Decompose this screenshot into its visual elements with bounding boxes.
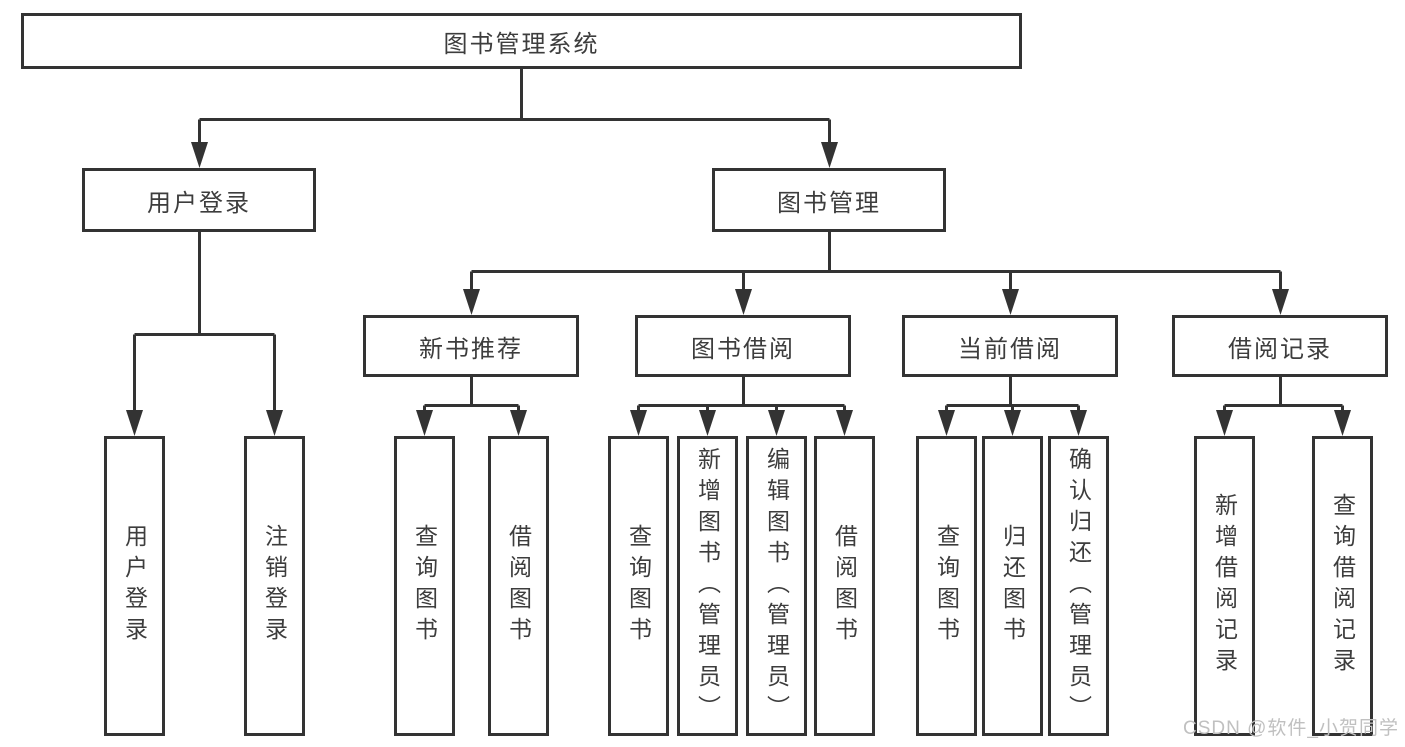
csdn-watermark: CSDN @软件_小贺同学 xyxy=(1183,718,1399,739)
arrowhead-icon xyxy=(1004,410,1021,436)
leaf-borrow-books-borrow: 借阅图书 xyxy=(814,436,875,736)
leaf-user-login: 用户登录 xyxy=(104,436,165,736)
arrowhead-icon xyxy=(735,289,752,315)
arrowhead-icon xyxy=(1002,289,1019,315)
arrowhead-icon xyxy=(821,142,838,168)
leaf-add-borrow-record: 新增借阅记录 xyxy=(1194,436,1255,736)
node-borrowing-records: 借阅记录 xyxy=(1172,315,1388,377)
leaf-borrow-books-recommend: 借阅图书 xyxy=(488,436,549,736)
arrowhead-icon xyxy=(266,410,283,436)
leaf-query-books-borrow: 查询图书 xyxy=(608,436,669,736)
arrowhead-icon xyxy=(836,410,853,436)
leaf-add-book-admin: 新增图书（管理员） xyxy=(677,436,738,736)
node-book-management: 图书管理 xyxy=(712,168,946,232)
arrowhead-icon xyxy=(191,142,208,168)
arrowhead-icon xyxy=(630,410,647,436)
leaf-logout: 注销登录 xyxy=(244,436,305,736)
wire-bookborrow-to-leaves xyxy=(637,377,846,414)
wire-root-to-level2 xyxy=(198,66,831,146)
arrowhead-icon xyxy=(938,410,955,436)
arrowhead-icon xyxy=(126,410,143,436)
arrowhead-icon xyxy=(416,410,433,436)
wire-userlogin-to-leaves xyxy=(133,232,276,414)
arrowhead-icon xyxy=(768,410,785,436)
node-book-borrowing: 图书借阅 xyxy=(635,315,851,377)
node-current-borrowing: 当前借阅 xyxy=(902,315,1118,377)
wire-currentborrow-to-leaves xyxy=(945,377,1080,414)
wire-newbook-to-leaves xyxy=(423,377,520,414)
node-user-login: 用户登录 xyxy=(82,168,316,232)
arrowhead-icon xyxy=(1070,410,1087,436)
arrowhead-icon xyxy=(699,410,716,436)
arrowhead-icon xyxy=(1216,410,1233,436)
leaf-confirm-return-admin: 确认归还（管理员） xyxy=(1048,436,1109,736)
arrowhead-icon xyxy=(463,289,480,315)
leaf-query-borrow-record: 查询借阅记录 xyxy=(1312,436,1373,736)
wire-bookmgmt-to-level3 xyxy=(470,232,1282,293)
leaf-edit-book-admin: 编辑图书（管理员） xyxy=(746,436,807,736)
node-new-book-recommendation: 新书推荐 xyxy=(363,315,579,377)
node-root-library-management-system: 图书管理系统 xyxy=(21,13,1022,69)
arrowhead-icon xyxy=(1272,289,1289,315)
arrowhead-icon xyxy=(510,410,527,436)
wire-borrowrecords-to-leaves xyxy=(1223,377,1344,414)
leaf-query-books-recommend: 查询图书 xyxy=(394,436,455,736)
leaf-query-books-current: 查询图书 xyxy=(916,436,977,736)
leaf-return-books: 归还图书 xyxy=(982,436,1043,736)
arrowhead-icon xyxy=(1334,410,1351,436)
